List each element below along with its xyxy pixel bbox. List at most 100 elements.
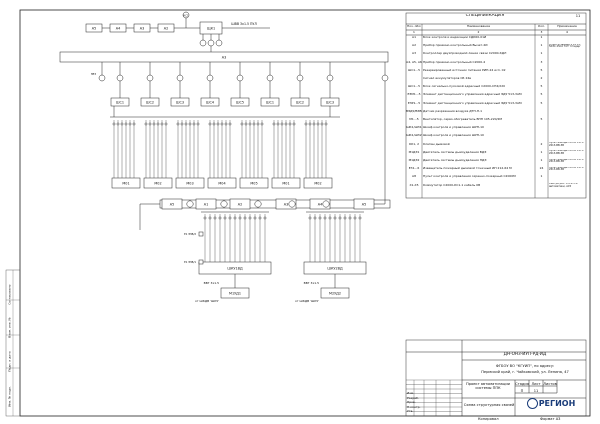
spec-row-qty: 1 <box>540 159 543 162</box>
strip-inv-label: Инв. № подл. <box>8 386 12 407</box>
terminal <box>320 122 324 126</box>
terminal <box>248 122 252 126</box>
spec-row-pos: А3 <box>412 52 416 56</box>
terminal <box>263 216 267 220</box>
terminal <box>324 122 328 126</box>
spec-row-pos: КК1, 2 <box>409 142 419 146</box>
motor-box <box>143 177 173 189</box>
spec-row-name: Клапан дымовой <box>423 142 450 146</box>
spec-col-number: 4 <box>566 31 568 34</box>
terminal <box>213 216 217 220</box>
spec-row-note <box>549 175 585 183</box>
fan-box <box>320 287 350 299</box>
spec-row-note: Смотри рис. С.0.0.5 Ф автоматики, АСУ <box>549 183 578 188</box>
spec-row-note <box>549 60 585 68</box>
right-node <box>381 74 389 82</box>
terminal <box>164 122 168 126</box>
terminal <box>220 122 224 126</box>
sp-box <box>110 97 130 107</box>
kdl-node <box>199 39 207 47</box>
spec-row-name: Двигатель системы дымоудаления ВДЭ <box>423 150 487 154</box>
terminal <box>152 122 156 126</box>
spec-row-name: Коммутатор С2000-КС1-1 кабель 0В <box>423 183 481 187</box>
sp-label: ШС3 <box>326 101 334 105</box>
spec-row-qty: 24 <box>539 167 544 171</box>
terminal <box>256 122 260 126</box>
terminal <box>180 122 184 126</box>
sp-box <box>140 97 160 107</box>
cable-label: ВВГ 3х1.5 <box>204 281 219 285</box>
sign-row-label: Изм. <box>407 392 415 395</box>
spec-row-pos: Х1-Х5 <box>409 183 419 187</box>
spec-row-qty: 5 <box>540 85 543 89</box>
terminal <box>280 122 284 126</box>
spec-row-qty: 2 <box>540 77 543 80</box>
terminal <box>216 122 220 126</box>
motor-label: М01 <box>282 182 289 186</box>
doc-code: ДН-ОНЗ-ИУП-РД-ИД <box>503 352 547 356</box>
sheets-col-head: Листов <box>543 382 557 386</box>
terminal <box>276 122 280 126</box>
terminal <box>343 216 347 220</box>
terminal <box>203 216 207 220</box>
bus-tap-node <box>146 74 154 82</box>
terminal <box>288 122 292 126</box>
spec-row-pos: М1ДЭ1 <box>408 150 420 154</box>
bus-tap-node <box>326 74 334 82</box>
terminal <box>112 122 116 126</box>
spec-row-name: Шкаф контроля и управления ШУП-10 <box>423 126 484 130</box>
terminal <box>248 216 252 220</box>
terminal <box>272 122 276 126</box>
motor-label: М02 <box>314 182 321 186</box>
terminal <box>333 216 337 220</box>
spec-row-pos: ЕЗ1...6 <box>408 167 420 171</box>
terminal <box>312 122 316 126</box>
motor-box <box>207 177 237 189</box>
spec-row-name: Прибор приемно-контрольный Вычет-2И <box>423 44 488 48</box>
cable-label: ВВГ 3х1.5 <box>304 281 319 285</box>
spec-row-note <box>549 85 585 93</box>
terminal <box>208 122 212 126</box>
spec-row-qty: 1 <box>540 150 543 154</box>
spec-col-number: 3 <box>540 31 543 34</box>
spec-row-note <box>549 68 585 76</box>
spec-row-note <box>549 126 585 134</box>
terminal <box>184 122 188 126</box>
terminal <box>132 122 136 126</box>
spec-row-pos: А2 <box>412 44 416 48</box>
sp-box <box>230 97 250 107</box>
terminal <box>156 122 160 126</box>
from-label: от ШКДВ 'ШКУ' <box>295 299 319 303</box>
terminal <box>318 216 322 220</box>
bus-tap-node <box>206 74 214 82</box>
lower-device-label: А5 <box>170 203 174 207</box>
terminal <box>328 216 332 220</box>
spec-row-pos: ШК1/ШЗ1 <box>406 126 422 130</box>
terminal <box>292 122 296 126</box>
spec-row-pos: М1…5 <box>409 118 419 121</box>
terminal <box>353 216 357 220</box>
spec-row-pos: А8 <box>412 175 416 179</box>
fan-label: М1УД1 <box>229 292 241 296</box>
sign-row-label: Разраб. <box>407 396 419 400</box>
spec-row-note: Отдел в здании 4 РЭ ЕЭ 5К3С 25С2 ГОТ 'Ст… <box>549 43 581 49</box>
object-title: Проект автоматизации системы ППК <box>466 382 510 390</box>
stage-value: П <box>520 389 524 393</box>
strip-agreed-label: Согласовано <box>8 284 12 305</box>
kdl-label: ЩК1 <box>207 27 215 31</box>
sp-label: ШС2 <box>146 101 154 105</box>
spec-row-note: Пульт находится ПБ 5173-2013-ВВ-ЗВ <box>549 166 584 172</box>
lower-device <box>309 198 331 210</box>
sp-label: ШС1 <box>116 101 124 105</box>
main-bus <box>59 51 389 63</box>
copied-label: Копировал <box>478 417 499 421</box>
sp-label: ШС5 <box>236 101 244 105</box>
spec-row-name: Элемент дистанционного управления адресн… <box>423 101 522 105</box>
terminal <box>348 216 352 220</box>
terminal <box>192 122 196 126</box>
strip-sign-label: Подп. и дата <box>8 351 12 372</box>
spec-row-pos: А1 <box>412 36 416 39</box>
spec-row-name: Извещатель пожарный дымовой точечный ИП … <box>423 167 512 171</box>
spec-row-note: Пульт находится ПБ 5173-2013-ВВ-ЗВ <box>549 150 584 156</box>
